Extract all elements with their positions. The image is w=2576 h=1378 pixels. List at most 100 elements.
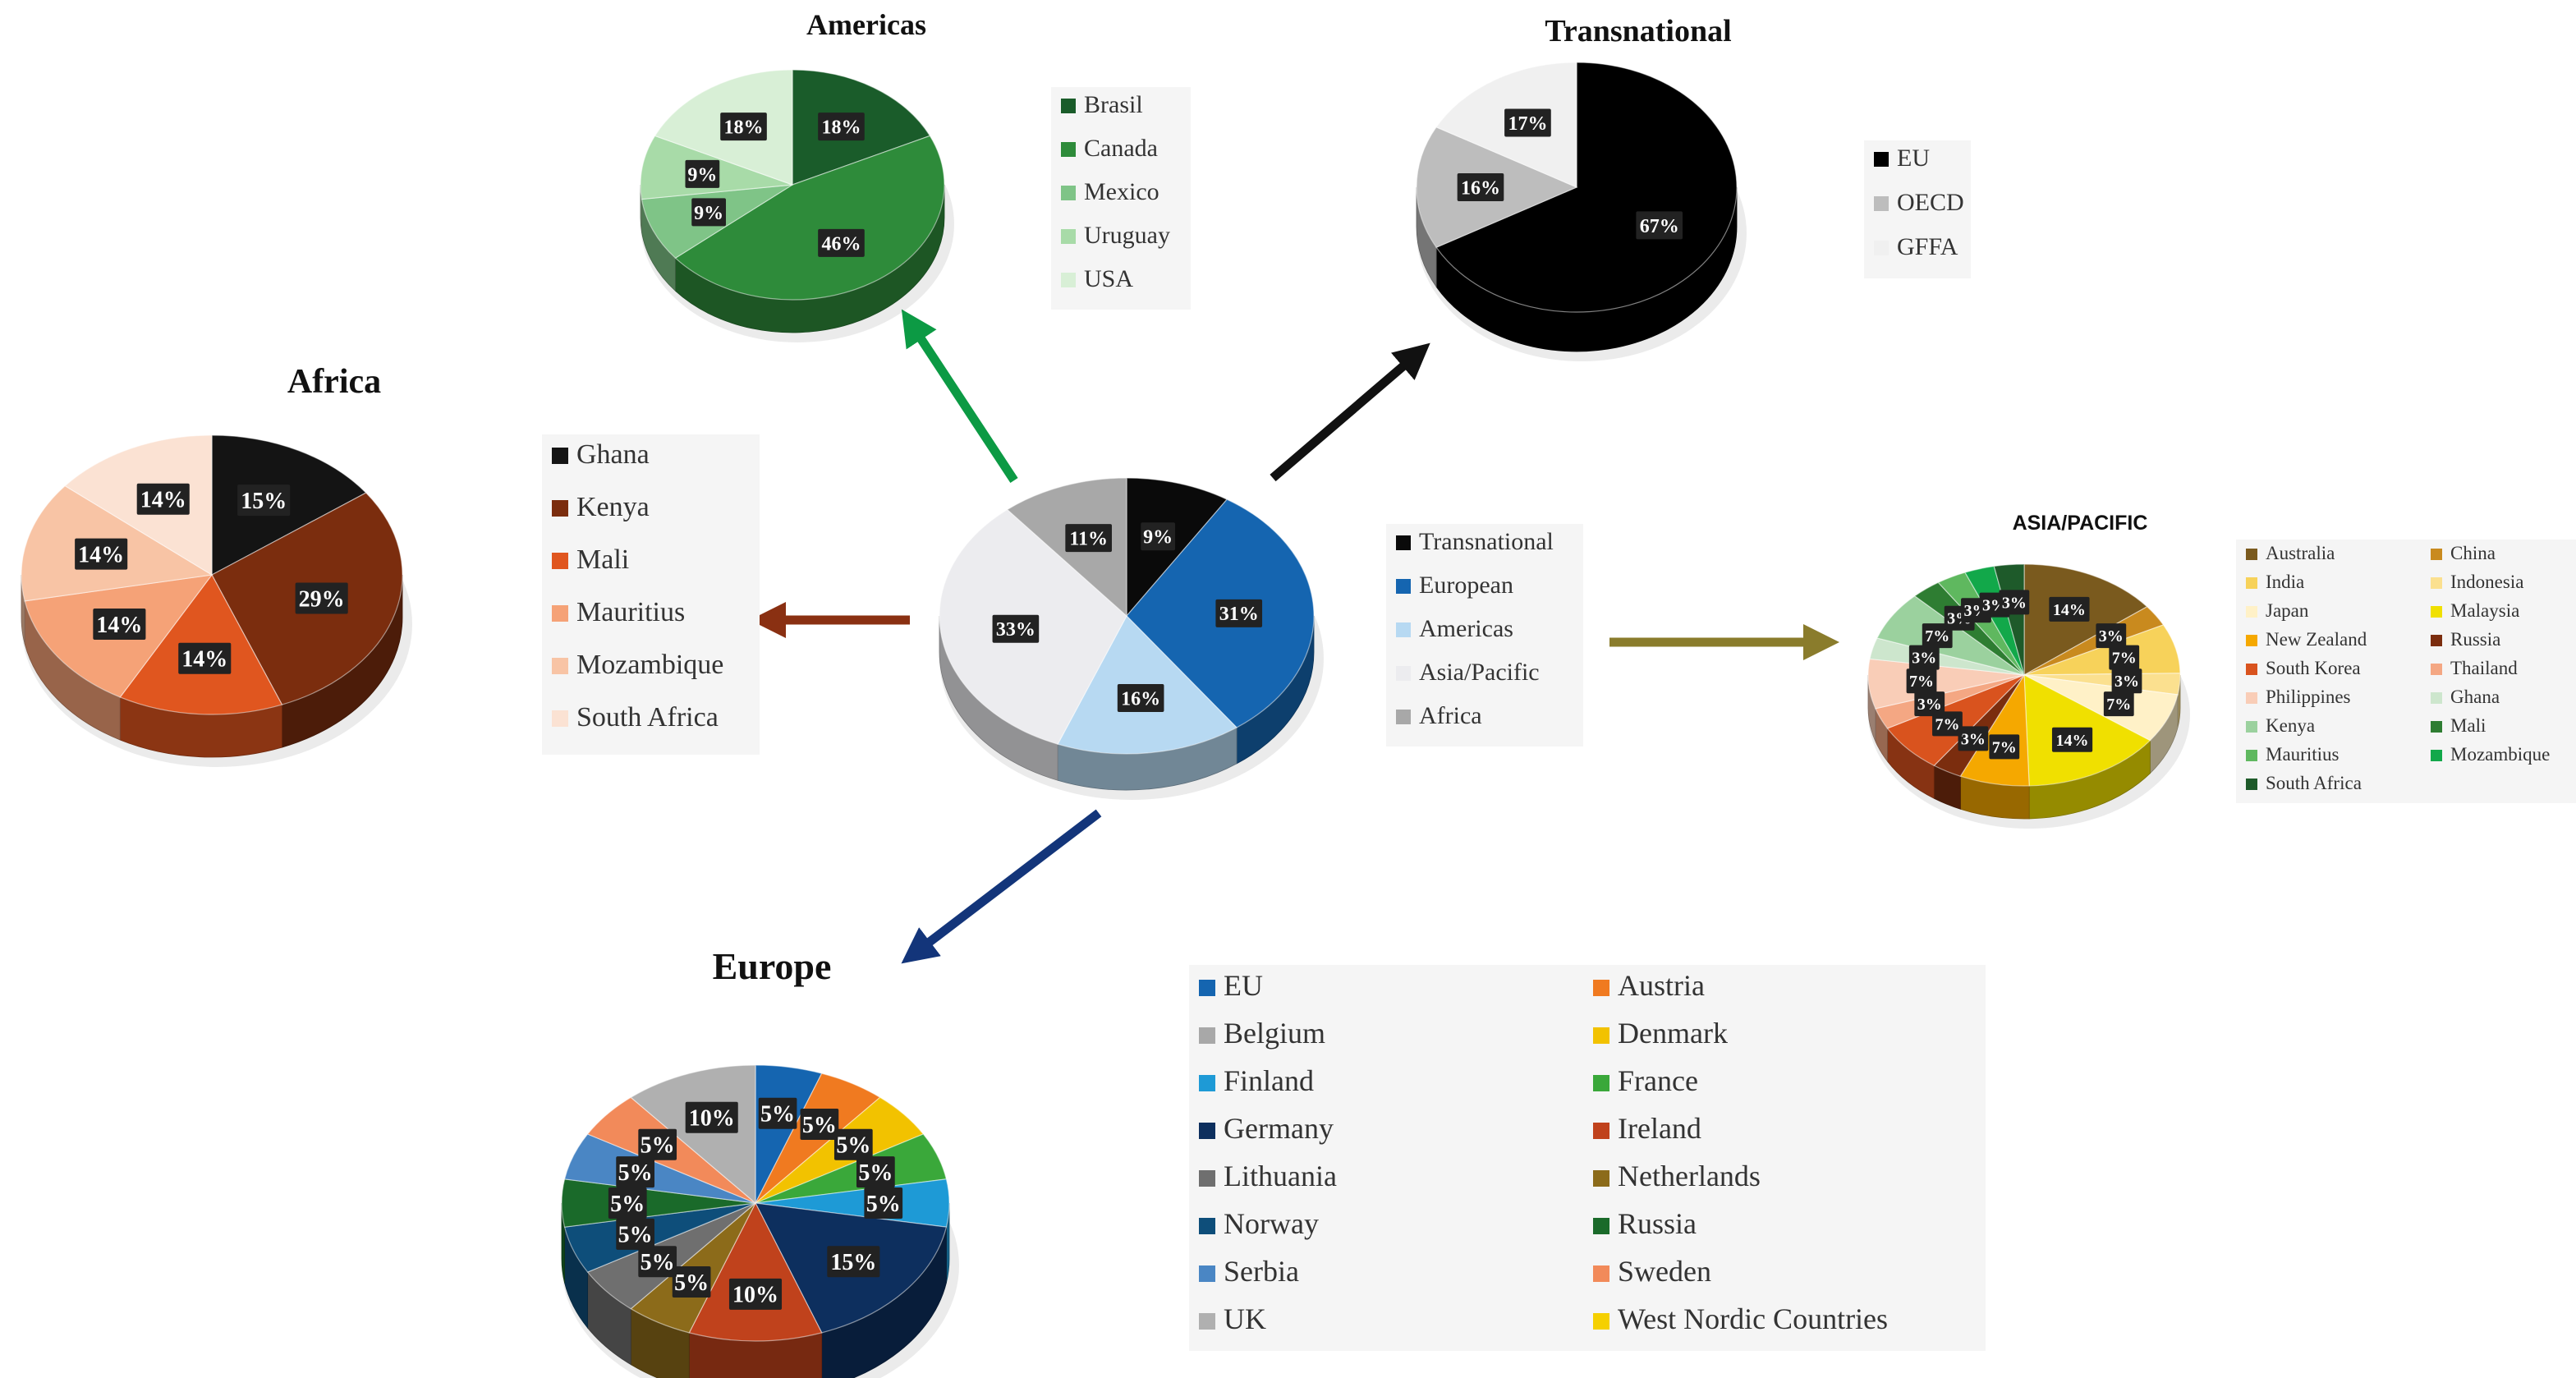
legend-background xyxy=(2236,540,2576,803)
legend-item: European xyxy=(1396,572,1513,599)
legend-label: USA xyxy=(1084,265,1133,292)
pie-slice-0 xyxy=(1435,62,1738,313)
legend-swatch xyxy=(1593,1265,1609,1282)
legend-item: OECD xyxy=(1874,189,1964,216)
value-label-box xyxy=(1636,211,1683,240)
legend-item: China xyxy=(2431,543,2496,563)
legend-swatch xyxy=(2246,635,2257,646)
value-label-text: 11% xyxy=(1069,529,1108,550)
legend-swatch xyxy=(2431,577,2442,589)
legend-label: Kenya xyxy=(2266,715,2315,736)
legend-swatch xyxy=(1593,1313,1609,1330)
legend-label: EU xyxy=(1897,145,1930,172)
pie-value-label: 18% xyxy=(818,113,865,141)
legend-item: Belgium xyxy=(1199,1017,1325,1050)
pie-title: ASIA/PACIFIC xyxy=(2013,512,2148,535)
value-label-text: 5% xyxy=(610,1192,645,1217)
value-label-text: 9% xyxy=(1143,527,1173,549)
pie-slice-13 xyxy=(630,1064,756,1205)
value-label-box xyxy=(616,1156,654,1188)
legend-swatch xyxy=(552,710,568,727)
legend-label: Norway xyxy=(1224,1207,1319,1240)
pie-value-label: 9% xyxy=(685,159,720,188)
legend-label: France xyxy=(1618,1064,1698,1097)
value-label-box xyxy=(1504,108,1551,137)
legend-label: Japan xyxy=(2266,600,2309,621)
legend-label: OECD xyxy=(1897,189,1964,216)
pie-title: Europe xyxy=(713,945,832,987)
legend-swatch xyxy=(2246,779,2257,790)
value-label-text: 5% xyxy=(836,1133,870,1159)
legend-background xyxy=(542,434,760,755)
pie-value-label: 3% xyxy=(2096,623,2127,649)
legend-item: France xyxy=(1593,1064,1698,1097)
arrow-to-americas xyxy=(901,309,1018,484)
legend-item: Japan xyxy=(2246,600,2309,621)
legend-item: Germany xyxy=(1199,1112,1334,1145)
legend-swatch xyxy=(2431,549,2442,560)
legend-item: Africa xyxy=(1396,702,1482,729)
legend-label: European xyxy=(1419,572,1513,599)
value-label-text: 16% xyxy=(1121,688,1160,710)
legend-label: GFFA xyxy=(1897,233,1958,260)
pie-value-label: 14% xyxy=(136,483,190,515)
pie-value-label: 9% xyxy=(691,198,727,227)
value-label-box xyxy=(1914,691,1945,717)
legend-item: Malaysia xyxy=(2431,600,2519,621)
value-label-text: 10% xyxy=(732,1283,778,1308)
value-label-box xyxy=(2096,623,2127,649)
value-label-box xyxy=(1065,524,1112,553)
value-label-text: 14% xyxy=(96,613,142,638)
legend-swatch xyxy=(1593,1218,1609,1234)
pie-value-label: 10% xyxy=(728,1278,783,1310)
value-label-box xyxy=(178,642,232,674)
value-label-box xyxy=(2111,668,2142,694)
legend-swatch xyxy=(552,448,568,464)
pie-slice-0 xyxy=(1126,477,1228,618)
value-label-box xyxy=(608,1187,647,1219)
value-label-box xyxy=(1215,599,1263,627)
legend-swatch xyxy=(1593,1170,1609,1187)
pie-value-label: 7% xyxy=(2109,645,2140,670)
legend-item: EU xyxy=(1874,145,1930,172)
pie-value-label: 5% xyxy=(616,1218,654,1250)
legend-swatch xyxy=(1396,666,1411,681)
value-label-text: 5% xyxy=(674,1270,709,1296)
pie-value-label: 5% xyxy=(800,1108,839,1140)
legend-swatch xyxy=(2431,664,2442,675)
pie-asia: 14%3%7%3%7%14%7%3%7%3%7%3%7%3%3%3%3%ASIA… xyxy=(1867,512,2576,829)
value-label-box xyxy=(758,1097,797,1129)
legend-item: Ghana xyxy=(2431,687,2500,707)
legend-label: Mozambique xyxy=(576,650,723,680)
legend-item: Ireland xyxy=(1593,1112,1701,1145)
pie-value-label: 16% xyxy=(1117,684,1164,713)
value-label-box xyxy=(638,1128,677,1160)
legend-swatch xyxy=(1396,622,1411,637)
value-label-box xyxy=(833,1128,873,1160)
legend-item: Brasil xyxy=(1061,91,1143,118)
pie-slice-1 xyxy=(674,135,945,301)
value-label-box xyxy=(685,159,720,188)
legend-label: West Nordic Countries xyxy=(1618,1302,1888,1335)
pie-value-label: 29% xyxy=(295,582,348,614)
legend-item: GFFA xyxy=(1874,233,1958,260)
pie-value-label: 5% xyxy=(608,1187,647,1219)
legend-item: Canada xyxy=(1061,135,1158,162)
legend-label: Kenya xyxy=(576,492,650,522)
legend-item: Mozambique xyxy=(2431,744,2550,765)
legend-label: New Zealand xyxy=(2266,629,2367,650)
legend-swatch xyxy=(1199,1075,1215,1091)
legend-background xyxy=(1386,524,1583,746)
pie-main: 9%31%16%33%11%TransnationalEuropeanAmeri… xyxy=(939,477,1583,800)
pies-layer: 9%31%16%33%11%TransnationalEuropeanAmeri… xyxy=(21,8,2576,1378)
pie-value-label: 7% xyxy=(2103,691,2134,717)
pie-slice-6 xyxy=(688,1201,823,1342)
value-label-text: 5% xyxy=(760,1102,795,1128)
pie-value-label: 7% xyxy=(1906,668,1937,694)
legend-label: Americas xyxy=(1419,615,1513,642)
legend-label: Mexico xyxy=(1084,178,1159,205)
pie-value-label: 5% xyxy=(638,1128,677,1160)
legend-swatch xyxy=(552,658,568,674)
